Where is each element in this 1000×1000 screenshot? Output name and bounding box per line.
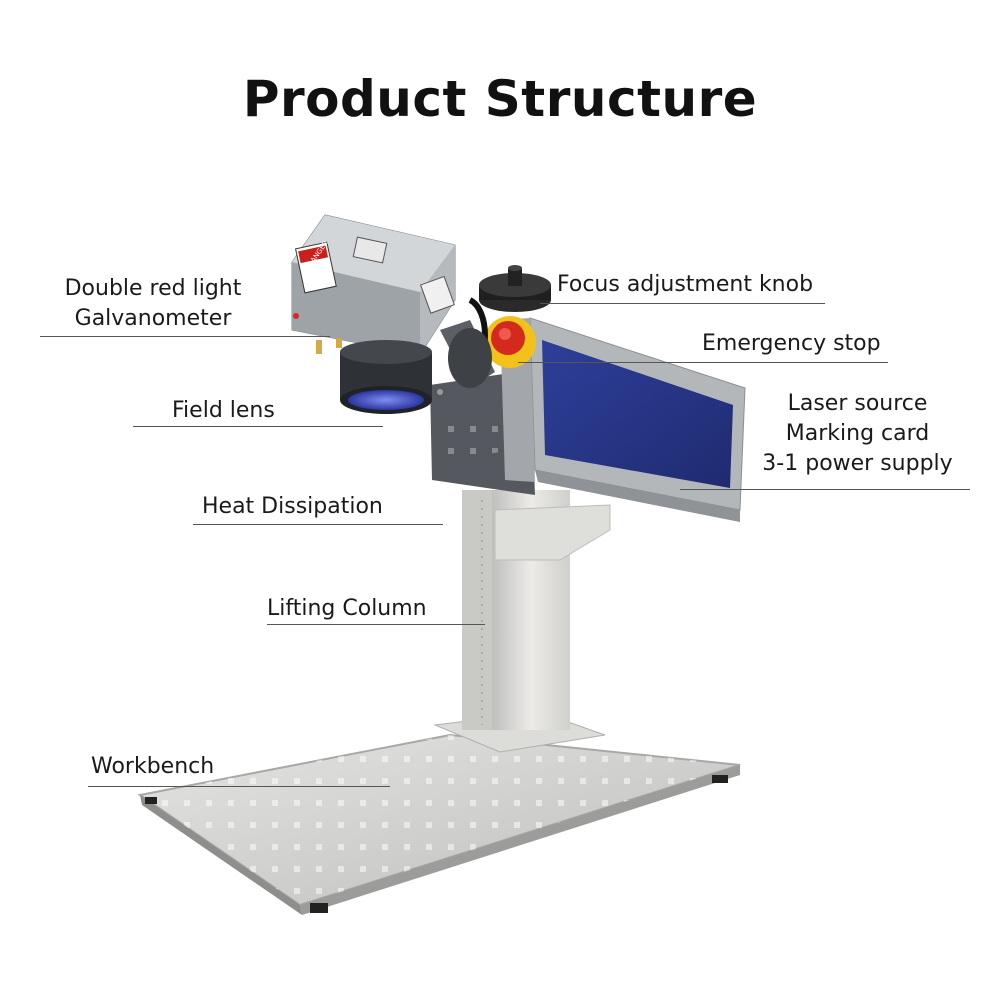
leader-galvanometer <box>40 336 330 337</box>
focus-adjustment-knob <box>479 265 551 312</box>
label-galvanometer-line2: Galvanometer <box>74 306 232 331</box>
label-laser-source-line1: Laser source <box>787 391 928 416</box>
label-galvanometer: Double red light Galvanometer <box>48 274 258 334</box>
leader-lifting-column <box>267 624 485 625</box>
leader-laser-source <box>680 489 970 490</box>
label-laser-source-line2: Marking card <box>785 421 930 446</box>
label-heat-dissipation: Heat Dissipation <box>202 494 383 519</box>
label-workbench: Workbench <box>91 754 215 779</box>
label-field-lens: Field lens <box>172 398 275 423</box>
workbench <box>137 733 741 915</box>
field-lens <box>316 338 432 414</box>
label-laser-source: Laser source Marking card 3-1 power supp… <box>750 389 965 479</box>
label-laser-source-line3: 3-1 power supply <box>762 451 953 476</box>
leader-focus-knob <box>540 303 825 304</box>
label-galvanometer-line1: Double red light <box>64 276 242 301</box>
emergency-stop-button <box>484 316 536 368</box>
head-mount-arm <box>440 320 495 388</box>
label-lifting-column: Lifting Column <box>267 596 427 621</box>
label-focus-knob: Focus adjustment knob <box>557 272 814 297</box>
page-title: Product Structure <box>242 70 758 128</box>
galvanometer-head: DANGER <box>291 214 456 356</box>
leader-heat-dissipation <box>193 524 443 525</box>
label-emergency-stop: Emergency stop <box>702 331 881 356</box>
leader-workbench <box>88 786 390 787</box>
leader-field-lens <box>133 426 383 427</box>
leader-emergency-stop <box>518 362 888 363</box>
lifting-column <box>462 490 611 730</box>
